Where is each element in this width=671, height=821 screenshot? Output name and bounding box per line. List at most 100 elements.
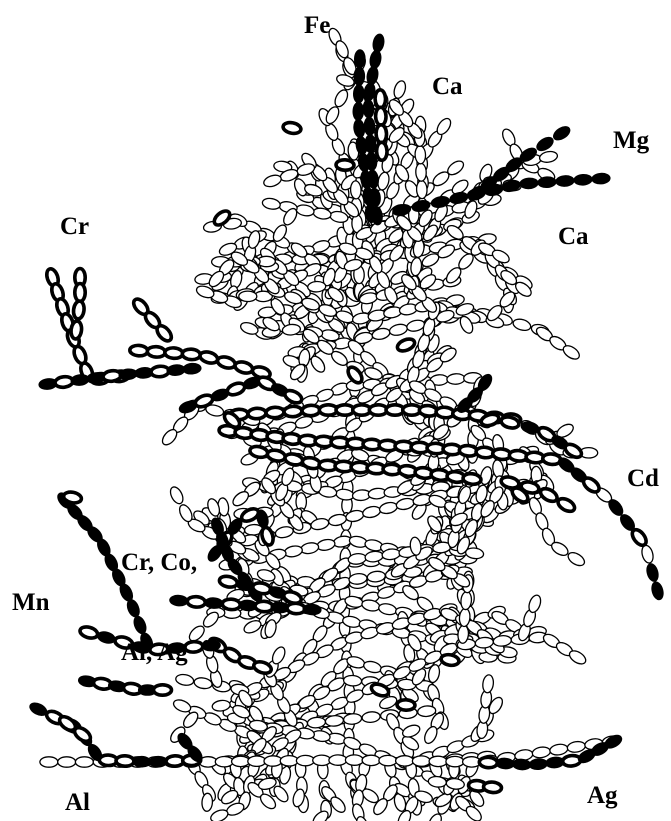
bead — [362, 505, 382, 519]
bound-bead — [354, 67, 365, 85]
bound-bead — [204, 597, 223, 609]
label-cr: Cr — [60, 214, 89, 239]
label-mg: Mg — [613, 128, 649, 153]
bound-bead — [252, 660, 272, 676]
label-ca-right: Ca — [558, 224, 589, 249]
bound-bead — [462, 473, 481, 486]
bound-bead — [70, 320, 83, 339]
bead — [232, 756, 250, 767]
bound-bead — [154, 323, 174, 343]
bound-bead — [364, 117, 375, 136]
bound-bead — [75, 284, 85, 302]
bead — [412, 756, 430, 767]
bead — [415, 163, 426, 181]
bead — [379, 755, 397, 766]
bound-bead — [592, 173, 611, 185]
bead — [215, 756, 233, 767]
bead — [313, 755, 331, 766]
bound-bead — [376, 125, 387, 143]
bead — [40, 757, 58, 767]
bead — [532, 746, 551, 759]
bead — [329, 755, 347, 766]
bead — [264, 756, 282, 767]
bound-bead — [538, 176, 557, 188]
bound-bead — [216, 355, 236, 370]
bound-bead — [376, 142, 387, 160]
label-fe: Fe — [304, 13, 330, 38]
bound-bead — [284, 406, 303, 417]
bead — [416, 180, 427, 198]
bead — [378, 501, 398, 515]
bound-bead — [283, 388, 304, 405]
label-mn: Mn — [12, 590, 50, 615]
bead — [280, 755, 298, 766]
bead — [248, 756, 266, 767]
bead — [415, 146, 426, 164]
bead — [392, 79, 407, 99]
bound-bead — [73, 300, 86, 319]
bound-bead — [183, 363, 202, 375]
bound-bead — [353, 119, 366, 138]
bead — [296, 755, 314, 766]
bound-bead — [630, 527, 649, 548]
bead — [316, 538, 336, 552]
bound-bead — [182, 349, 201, 361]
bead — [512, 317, 532, 332]
bound-bead — [581, 475, 602, 494]
bead — [75, 757, 93, 767]
bound-bead — [164, 347, 183, 359]
bead — [567, 740, 586, 753]
bead — [388, 323, 408, 337]
bound-bead — [363, 100, 374, 119]
bound-bead — [375, 107, 386, 125]
bound-bead — [336, 159, 354, 170]
label-cr-co-al-ag: Cr, Co, Al, Ag — [121, 488, 197, 698]
bead — [361, 599, 381, 613]
bead — [333, 88, 351, 109]
bound-bead — [218, 575, 238, 589]
bound-bead — [375, 90, 386, 108]
bound-bead — [396, 337, 417, 353]
unbound-bead-chains — [40, 27, 655, 821]
bead — [446, 756, 464, 767]
bound-bead — [556, 175, 575, 187]
bound-bead — [556, 496, 577, 514]
bound-bead — [79, 625, 99, 640]
bound-bead — [479, 757, 498, 768]
bead — [378, 602, 398, 616]
bead — [307, 281, 326, 292]
bound-bead — [353, 85, 364, 103]
label-cd: Cd — [627, 466, 659, 491]
bead — [482, 674, 495, 693]
bead — [58, 757, 76, 767]
bead — [284, 545, 304, 559]
bound-bead — [397, 699, 416, 710]
bead — [201, 793, 212, 812]
bead — [640, 544, 655, 564]
bound-bead — [116, 755, 134, 766]
bead — [247, 229, 262, 249]
bead — [262, 173, 282, 189]
bead — [417, 705, 436, 717]
bead — [350, 181, 361, 199]
bead — [362, 755, 380, 766]
bead — [539, 150, 559, 164]
bound-bead — [147, 346, 166, 358]
bound-bead — [535, 135, 556, 153]
bound-bead — [551, 124, 572, 142]
bound-bead — [645, 562, 660, 582]
bead — [274, 525, 294, 539]
bound-bead — [650, 581, 665, 601]
label-al-ag-line: Al, Ag — [121, 638, 197, 668]
bound-bead — [72, 725, 93, 744]
bound-bead — [96, 630, 116, 645]
bound-bead — [199, 350, 219, 365]
bound-bead — [129, 345, 148, 357]
bound-bead — [302, 405, 321, 416]
bead — [566, 550, 587, 568]
bound-bead — [512, 759, 531, 770]
bead — [549, 743, 568, 756]
bound-bead — [369, 50, 383, 70]
bound-bead — [538, 486, 559, 504]
